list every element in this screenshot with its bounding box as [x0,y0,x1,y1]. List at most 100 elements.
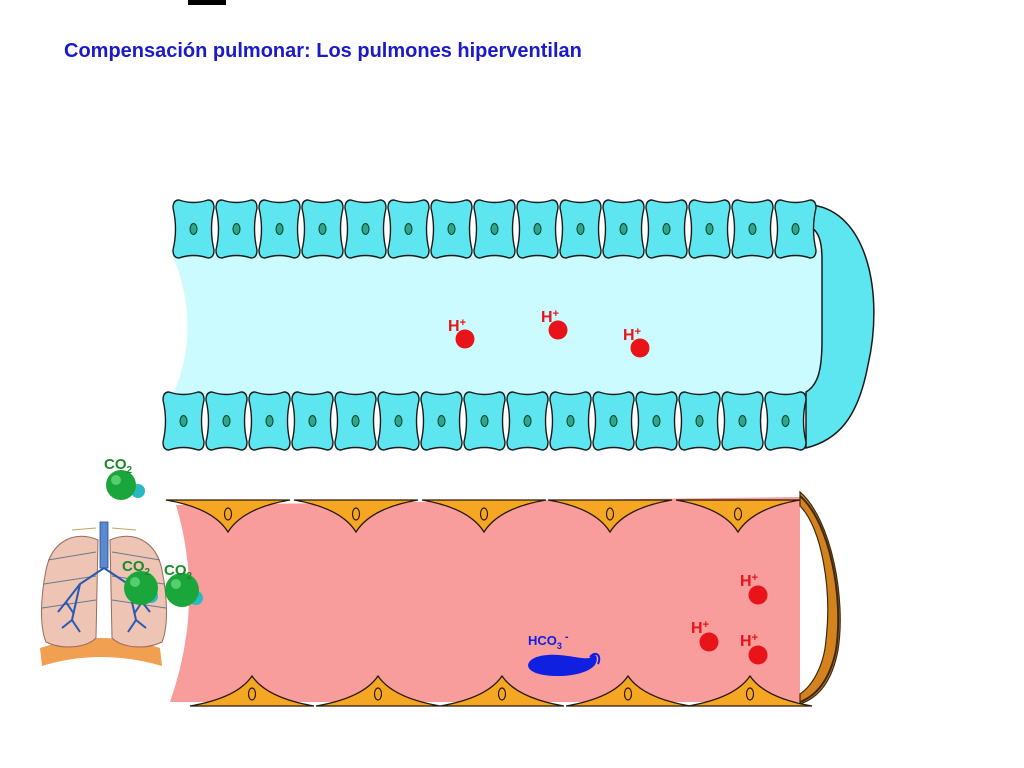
cell-nucleus [179,415,188,427]
hydrogen-dot [748,585,768,605]
cell-nucleus [351,507,361,521]
tubule-top-cell [559,199,602,259]
co2-label-1: CO2 [104,456,133,476]
h-plus-label: H+ [691,619,709,637]
vessel-end-outline [799,495,840,703]
hydrogen-dot [630,338,650,358]
tubule-bottom-cell [291,391,334,451]
shoulder-marks [71,527,137,531]
endothelium-bottom-cell [189,674,315,707]
tubule-bottom-cell [549,391,592,451]
cell-nucleus [705,223,714,235]
tubule-top-cell [430,199,473,259]
vessel-lumen [170,497,800,702]
tubule-top-cell [688,199,731,259]
cell-nucleus [232,223,241,235]
tubule-top-cell [602,199,645,259]
tubule-top-cell [731,199,774,259]
hydrogen-ion: H+ [740,632,768,665]
tubule-top-cell [387,199,430,259]
tubule-bottom-cell [721,391,764,451]
h-plus-label: H+ [740,632,758,650]
tubule-bottom-cell [506,391,549,451]
tubule-lumen [170,250,835,402]
tubule-bottom-cell [635,391,678,451]
endothelium-top-cell [547,499,673,534]
hydrogen-dot [455,329,475,349]
hydrogen-ion: H+ [740,572,768,605]
cell-nucleus [275,223,284,235]
cell-nucleus [222,415,231,427]
cell-nucleus [533,223,542,235]
tubule-bottom-cell [248,391,291,451]
tubule-top-cell [516,199,559,259]
endothelium-top-cell [165,499,291,534]
tubule-bottom-cell [334,391,377,451]
cell-nucleus [745,687,755,701]
h-plus-label: H+ [448,317,466,335]
endothelium-bottom [189,674,813,707]
tubule-top-cell [645,199,688,259]
hydrogen-ion: H+ [691,619,719,652]
cell-nucleus [490,223,499,235]
tubule-bottom-cell [377,391,420,451]
cell-nucleus [394,415,403,427]
h-plus-label: H+ [740,572,758,590]
tubule-bottom-cell [764,391,807,451]
endothelium-bottom-cell [439,674,565,707]
hydrogen-ion: H+ [448,317,475,349]
co2-label-3: CO2 [164,562,193,582]
hydrogen-ion: H+ [623,326,650,358]
tubule-bottom-cell [678,391,721,451]
trachea [99,521,109,569]
tubule-top-cell [301,199,344,259]
cell-nucleus [437,415,446,427]
bicarbonate-ion: HCO3- [528,631,601,676]
tubule-top-cell [215,199,258,259]
endothelium-top-cell [293,499,419,534]
cell-nucleus [189,223,198,235]
cell-nucleus [265,415,274,427]
tubule-top-cell [774,199,817,259]
hydrogen-dot [748,645,768,665]
hydrogen-dot [699,632,719,652]
cell-nucleus [576,223,585,235]
page-title: Compensación pulmonar: Los pulmones hipe… [64,40,582,62]
cell-nucleus [447,223,456,235]
cell-nucleus [781,415,790,427]
co2-molecule-2: CO2 [122,558,158,605]
lungs-illustration [40,521,167,666]
endothelium-top-cell [421,499,547,534]
cell-nucleus [623,687,633,701]
cell-nucleus [361,223,370,235]
hydrogen-dot [548,320,568,340]
tubule-bottom-cells [162,391,807,451]
tubule-top-cell [344,199,387,259]
cell-nucleus [247,687,257,701]
endothelium-bottom-cell [565,674,691,707]
tubule-bottom-cell [463,391,506,451]
cell-nucleus [497,687,507,701]
tubule-bottom-cell [420,391,463,451]
bronchial-tree [57,567,151,633]
tubule-bottom-cell [205,391,248,451]
cell-nucleus [404,223,413,235]
cell-nucleus [748,223,757,235]
co2-label-2: CO2 [122,558,151,578]
co2-molecule-1: CO2 [104,456,145,500]
cell-nucleus [652,415,661,427]
tubule-bottom-cell [162,391,205,451]
co2-molecule-3: CO2 [164,562,203,607]
tubule-bottom-cell [592,391,635,451]
cell-nucleus [695,415,704,427]
top-mark [188,0,226,5]
cell-nucleus [609,415,618,427]
endothelium-bottom-cell [315,674,441,707]
renal-tubule [162,199,875,451]
cell-nucleus [308,415,317,427]
cell-nucleus [373,687,383,701]
endothelium-top [165,499,801,534]
hco3-label: HCO3- [528,631,569,651]
tubule-top-cell [258,199,301,259]
cell-nucleus [605,507,615,521]
